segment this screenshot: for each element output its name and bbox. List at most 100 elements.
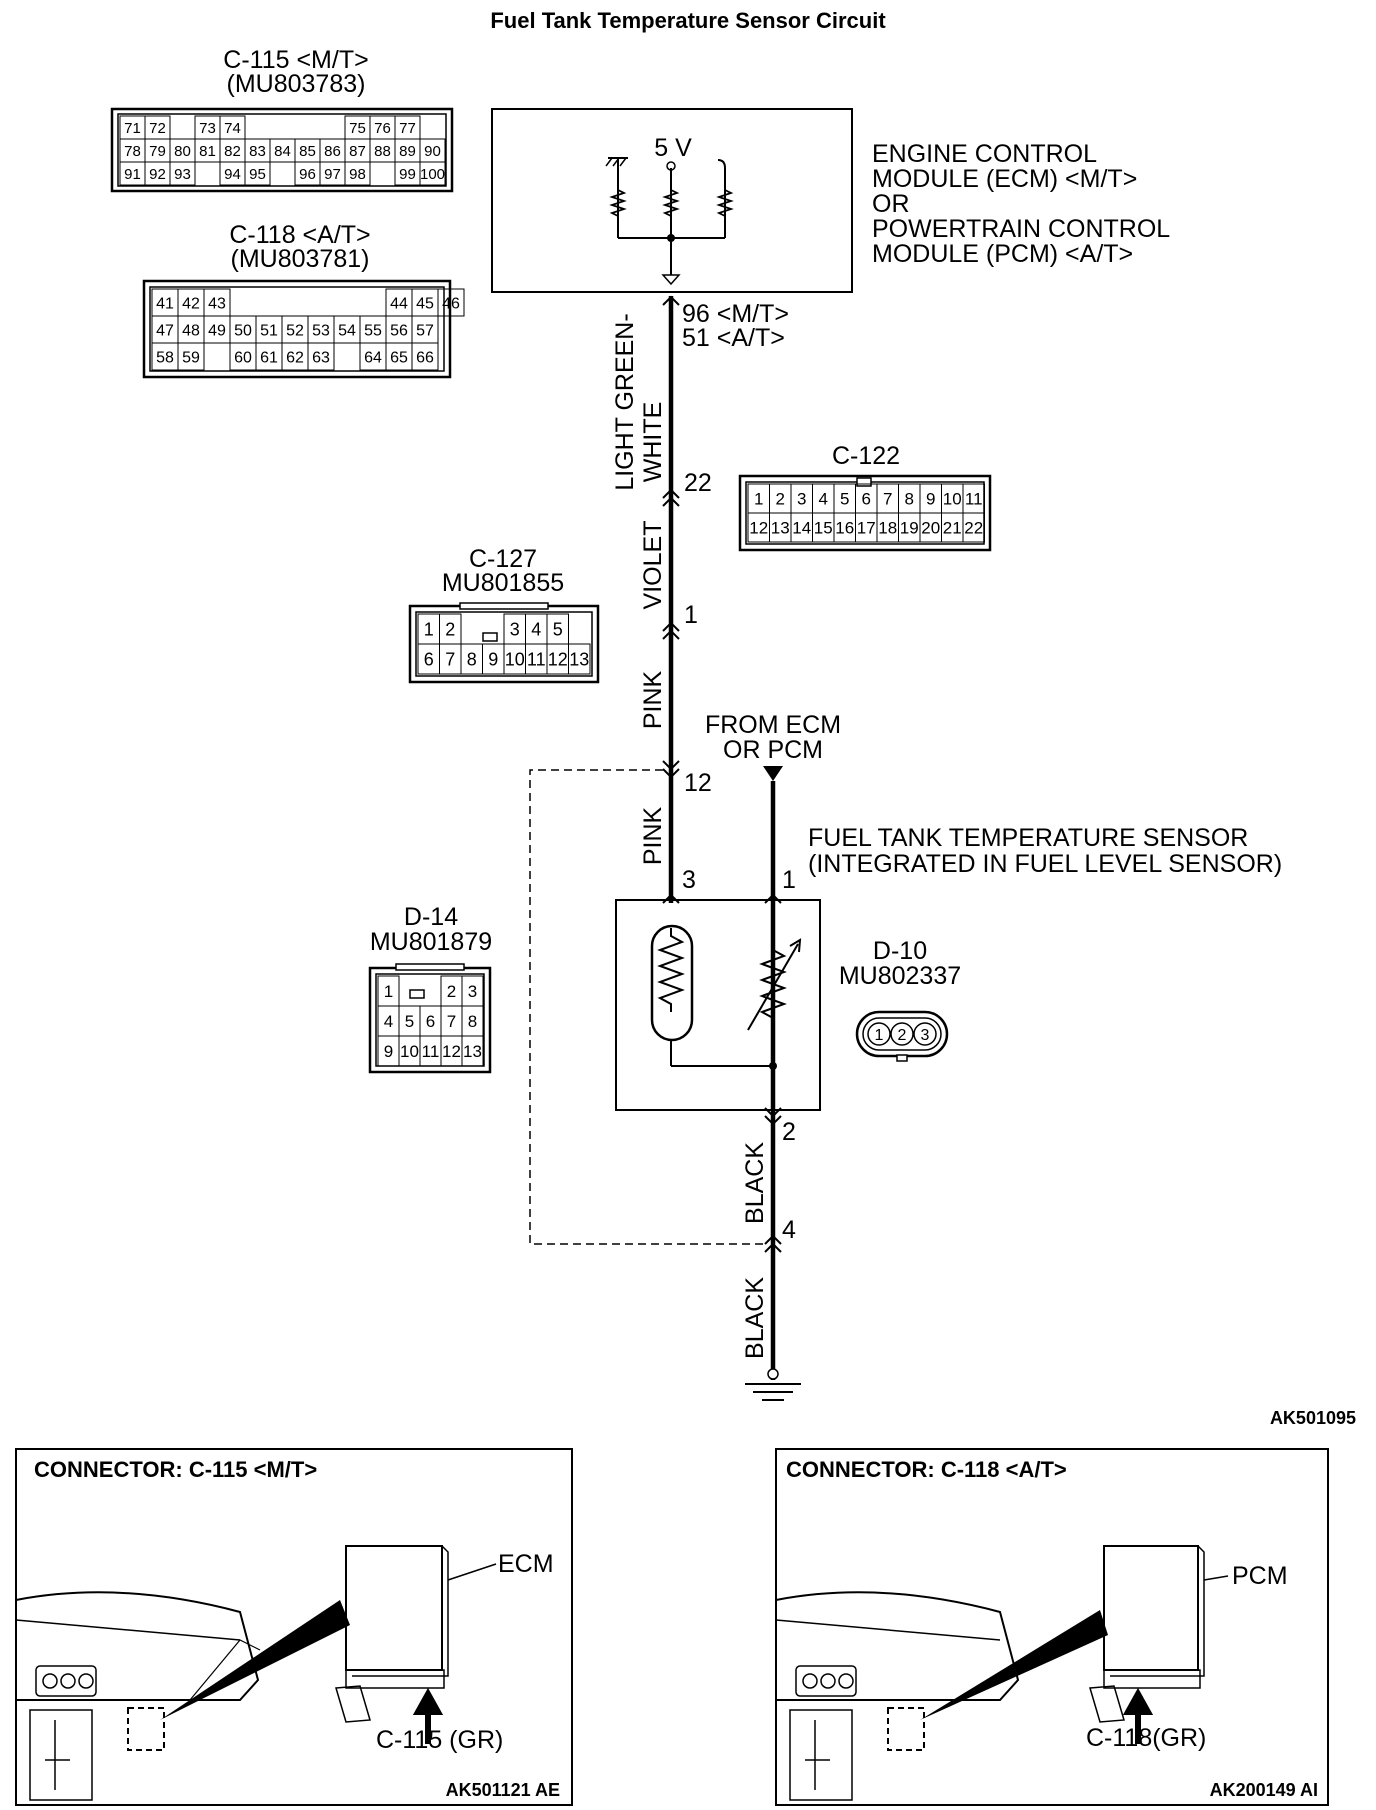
d14-pin-1: 1: [384, 982, 393, 1001]
c115-label: C-115 <M/T>: [223, 46, 368, 74]
wire-label-black-upper: BLACK: [741, 1142, 769, 1224]
ecm-label-line2: MODULE (ECM) <M/T>: [872, 165, 1137, 193]
c115-pin-82: 82: [224, 143, 241, 160]
c127-pin-10: 10: [505, 649, 525, 669]
c115-pin-90: 90: [424, 143, 441, 160]
c122-pin-15: 15: [814, 519, 833, 538]
panel-left-title: CONNECTOR: C-115 <M/T>: [34, 1457, 317, 1482]
c122-pin-11: 11: [965, 490, 983, 509]
c127-pin-5: 5: [553, 619, 563, 639]
panel-left-code: AK501121 AE: [446, 1780, 560, 1800]
c115-pin-93: 93: [174, 166, 191, 183]
c115-pin-85: 85: [299, 143, 316, 160]
c115-pin-81: 81: [199, 143, 216, 160]
c118-pin-53: 53: [312, 322, 330, 339]
panel-right-code: AK200149 AI: [1210, 1780, 1318, 1800]
c118-pin-43: 43: [208, 295, 226, 312]
c115-pin-83: 83: [249, 143, 266, 160]
c127-pin-7: 7: [445, 649, 455, 669]
ecm-terminal-mt: 96 <M/T>: [682, 300, 789, 328]
c122-pin-3: 3: [797, 490, 806, 509]
diagram-title: Fuel Tank Temperature Sensor Circuit: [490, 8, 886, 33]
c115-pin-91: 91: [124, 166, 141, 183]
c122-pin-5: 5: [840, 490, 849, 509]
d10-part: MU802337: [839, 962, 961, 990]
c115-pin-89: 89: [399, 143, 416, 160]
variable-resistor-icon: [759, 949, 787, 1019]
c127-pin-12: 12: [548, 649, 568, 669]
wire-label-pink-upper: PINK: [639, 671, 667, 730]
c122-pin-17: 17: [857, 519, 876, 538]
shield-dashed-line: [529, 769, 765, 1245]
c122-pin-4: 4: [819, 490, 828, 509]
pin-22: 22: [684, 469, 712, 497]
from-ecm-line2: OR PCM: [723, 736, 823, 764]
c115-pin-94: 94: [224, 166, 241, 183]
c115-pin-87: 87: [349, 143, 366, 160]
c115-pin-76: 76: [374, 120, 391, 137]
d14-pin-11: 11: [422, 1042, 440, 1061]
c115-pin-74: 74: [224, 120, 241, 137]
connector-panel-right: CONNECTOR: C-118 <A/T> PCM C-118(GR) AK2…: [775, 1448, 1329, 1806]
d14-pin-10: 10: [400, 1042, 419, 1061]
d14-pin-2: 2: [447, 982, 456, 1001]
d10-pin-2: 2: [898, 1027, 907, 1044]
ecm-label-line4: POWERTRAIN CONTROL: [872, 215, 1170, 243]
c127-label: C-127: [469, 545, 537, 573]
c118-part: (MU803781): [231, 245, 370, 273]
c115-pin-75: 75: [349, 120, 366, 137]
d14-label: D-14: [404, 903, 458, 931]
c127-pin-11: 11: [527, 649, 546, 669]
c115-pin-80: 80: [174, 143, 191, 160]
c118-label: C-118 <A/T>: [229, 221, 370, 249]
c122-pin-18: 18: [878, 519, 897, 538]
c118-pin-61: 61: [260, 349, 278, 366]
c122-pin-13: 13: [771, 519, 790, 538]
d14-pin-12: 12: [442, 1042, 461, 1061]
d14-pin-3: 3: [468, 982, 477, 1001]
from-ecm-line1: FROM ECM: [705, 711, 841, 739]
pin-2: 2: [782, 1118, 796, 1146]
c122-label: C-122: [832, 442, 900, 470]
c115-pin-84: 84: [274, 143, 291, 160]
wire-label-black-lower: BLACK: [741, 1277, 769, 1359]
pin-4: 4: [782, 1216, 796, 1244]
ecm-label-line3: OR: [872, 190, 910, 218]
c118-pin-52: 52: [286, 322, 304, 339]
c115-pin-86: 86: [324, 143, 341, 160]
c115-pin-100: 100: [420, 166, 445, 183]
c115-pin-71: 71: [124, 120, 141, 137]
c122-pin-8: 8: [905, 490, 914, 509]
d10-label: D-10: [873, 937, 927, 965]
ecm-terminal-at: 51 <A/T>: [682, 324, 785, 352]
c127-pin-4: 4: [531, 619, 541, 639]
panel-right-title: CONNECTOR: C-118 <A/T>: [786, 1457, 1067, 1482]
c127-pin-8: 8: [467, 649, 477, 669]
c122-pin-10: 10: [943, 490, 962, 509]
c118-pin-45: 45: [416, 295, 434, 312]
c118-pin-48: 48: [182, 322, 200, 339]
c118-pin-46: 46: [442, 295, 460, 312]
c127-part: MU801855: [442, 569, 564, 597]
c115-pin-95: 95: [249, 166, 266, 183]
c118-pin-42: 42: [182, 295, 200, 312]
wire-label-white: WHITE: [639, 402, 667, 483]
c122-pin-16: 16: [835, 519, 854, 538]
c118-pin-59: 59: [182, 349, 200, 366]
pin-12: 12: [684, 769, 712, 797]
d14-pin-13: 13: [463, 1042, 482, 1061]
c118-pin-66: 66: [416, 349, 434, 366]
pin-3: 3: [682, 866, 696, 894]
c118-pin-54: 54: [338, 322, 356, 339]
d14-pin-5: 5: [405, 1012, 414, 1031]
sensor-label-line2: (INTEGRATED IN FUEL LEVEL SENSOR): [808, 850, 1282, 878]
c118-pin-64: 64: [364, 349, 382, 366]
c118-pin-60: 60: [234, 349, 252, 366]
panel-left-module: ECM: [498, 1550, 554, 1578]
ecm-voltage: 5 V: [654, 134, 692, 162]
c122-pin-14: 14: [792, 519, 811, 538]
